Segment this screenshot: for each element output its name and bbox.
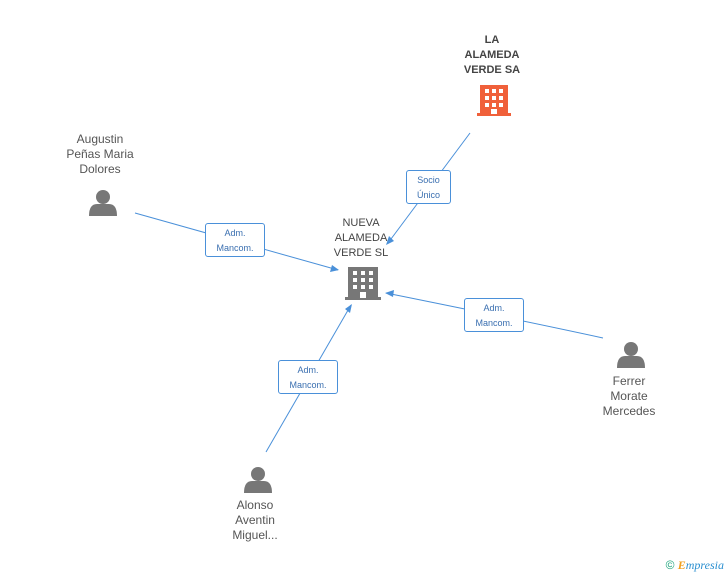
edge-socio-arrow xyxy=(386,236,394,245)
edge-label-adm-mancom: Adm.Mancom. xyxy=(205,223,265,257)
edge-ferrer-arrow xyxy=(385,290,394,297)
edge-alonso-arrow xyxy=(345,304,352,313)
empresia-logo[interactable]: © Empresia xyxy=(666,558,724,573)
building-icon[interactable] xyxy=(345,267,381,300)
person-icon[interactable] xyxy=(617,342,645,368)
building-icon[interactable] xyxy=(477,85,511,116)
edge-label-adm-mancom: Adm.Mancom. xyxy=(278,360,338,394)
copyright-symbol: © xyxy=(665,558,675,572)
edge-label-adm-mancom: Adm.Mancom. xyxy=(464,298,524,332)
person-icon[interactable] xyxy=(244,467,272,493)
edge-augustin-arrow xyxy=(330,265,339,272)
person-icon[interactable] xyxy=(89,190,117,216)
brand-name: Empresia xyxy=(677,558,724,572)
